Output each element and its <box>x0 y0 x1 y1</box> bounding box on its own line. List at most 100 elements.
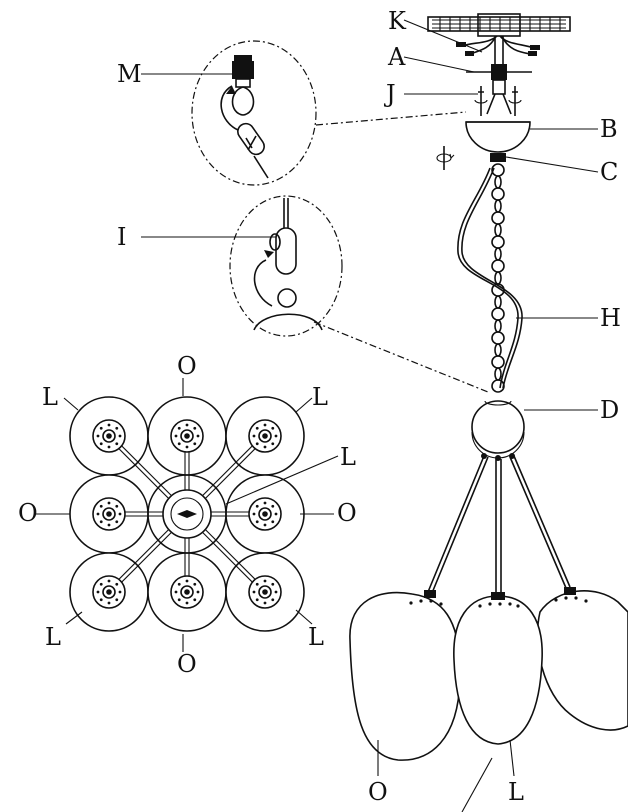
chain-link <box>494 295 502 309</box>
chain-link <box>494 271 502 285</box>
mounting-strap <box>466 64 532 115</box>
top-view-hole <box>255 520 259 524</box>
top-view-hole <box>271 582 275 586</box>
ceiling-plate <box>427 13 571 37</box>
top-view-hole <box>107 445 111 449</box>
top-view-hole <box>107 601 111 605</box>
top-view-hole <box>185 601 189 605</box>
top-view-hole <box>274 434 278 438</box>
top-view-hole <box>99 520 103 524</box>
top-view-socket-dot <box>262 433 268 439</box>
screws <box>474 86 522 116</box>
label-d: D <box>600 396 619 424</box>
top-view-hole <box>107 501 111 505</box>
top-view-hole <box>99 426 103 430</box>
top-view-hole <box>115 442 119 446</box>
chain-link <box>491 259 505 273</box>
top-view-hub-cap <box>177 510 197 518</box>
top-view-hole <box>255 426 259 430</box>
top-view-leader <box>63 397 79 411</box>
top-view-hole <box>252 590 256 594</box>
top-view-hole <box>174 434 178 438</box>
top-view-hole <box>99 598 103 602</box>
top-view-socket <box>258 507 272 521</box>
top-view-hole <box>263 423 267 427</box>
top-view-hole <box>252 434 256 438</box>
top-view-hole <box>107 523 111 527</box>
top-view-hole <box>118 434 122 438</box>
top-view-hole <box>177 582 181 586</box>
label-l-topright: L <box>312 383 328 411</box>
label-l-center: L <box>340 443 356 471</box>
chain-link <box>494 199 502 213</box>
rotate-icon <box>436 146 455 170</box>
top-view-hole <box>118 590 122 594</box>
support-arms <box>427 455 571 596</box>
top-view-socket-dot <box>106 511 112 517</box>
top-view-hole <box>263 579 267 583</box>
top-view-hole <box>271 442 275 446</box>
top-view-socket-dot <box>106 589 112 595</box>
top-view-hole <box>196 590 200 594</box>
canopy <box>465 121 531 153</box>
top-view-hole <box>271 426 275 430</box>
top-view-hole <box>274 590 278 594</box>
top-view-hole <box>115 598 119 602</box>
top-view-socket-dot <box>184 589 190 595</box>
top-view-socket-dot <box>184 433 190 439</box>
top-view-socket-dot <box>262 511 268 517</box>
chain-link <box>491 235 505 249</box>
top-view-hole <box>107 579 111 583</box>
power-cord <box>457 167 519 389</box>
top-view-hole <box>263 523 267 527</box>
top-view-hole <box>271 504 275 508</box>
top-view-hub-ring <box>147 474 227 554</box>
detail-bubble-m <box>191 40 467 186</box>
label-c: C <box>600 158 618 186</box>
label-m: M <box>117 60 142 88</box>
chain-link <box>494 367 502 381</box>
top-view-hole <box>99 504 103 508</box>
chain-link <box>494 247 502 261</box>
top-view-hole <box>96 512 100 516</box>
top-view-hole <box>118 512 122 516</box>
top-view <box>34 378 339 652</box>
label-l-topleft: L <box>42 383 58 411</box>
top-view-hole <box>274 512 278 516</box>
chain-link <box>491 307 505 321</box>
ball-hub <box>471 400 525 461</box>
label-a: A <box>387 43 406 71</box>
label-l-bottomleft: L <box>45 623 61 651</box>
top-view-hole <box>196 434 200 438</box>
globe-center <box>453 592 543 745</box>
chain-link <box>494 319 502 333</box>
top-view-socket <box>180 429 194 443</box>
chain-link <box>491 355 505 369</box>
wire-connectors <box>456 35 540 66</box>
top-view-hole <box>99 442 103 446</box>
chain-link <box>494 343 502 357</box>
top-view-hole <box>177 426 181 430</box>
top-view-leader <box>65 611 83 625</box>
chain-link <box>491 187 505 201</box>
top-view-hole <box>96 590 100 594</box>
top-view-hole <box>193 426 197 430</box>
top-view-hole <box>177 598 181 602</box>
chain-link <box>491 211 505 225</box>
top-view-socket <box>102 585 116 599</box>
label-j: J <box>383 80 396 108</box>
top-view-hole <box>185 423 189 427</box>
chain-link <box>491 331 505 345</box>
top-view-hole <box>255 582 259 586</box>
top-view-hole <box>193 582 197 586</box>
chain-link <box>494 223 502 237</box>
top-view-hub-inner <box>170 497 204 531</box>
top-view-hole <box>99 582 103 586</box>
top-view-hole <box>96 434 100 438</box>
top-view-socket <box>258 585 272 599</box>
collar-nut <box>490 153 506 162</box>
top-view-hole <box>255 442 259 446</box>
top-view-socket <box>258 429 272 443</box>
